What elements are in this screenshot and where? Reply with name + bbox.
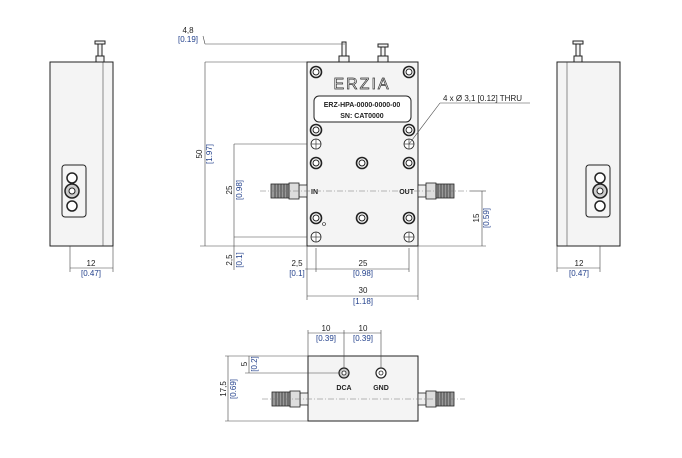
gnd-label: GND xyxy=(373,385,389,392)
bottom-offset-in: [0.1] xyxy=(235,252,244,268)
thickness-mm: 17,5 xyxy=(219,381,228,397)
hole-span-v-in: [0.98] xyxy=(235,180,244,200)
dc-offset-in: [0.2] xyxy=(250,356,259,372)
width-in: [1.18] xyxy=(353,297,373,306)
left-side-view: 12 [0.47] xyxy=(49,40,114,278)
width-mm: 30 xyxy=(359,286,368,295)
bottom-view: DCA GND 10 [0.39] 10 [0.39] 5 [0.2] 17,5… xyxy=(219,324,465,422)
screw-icon xyxy=(402,65,416,79)
screw-icon xyxy=(309,65,323,79)
side-left-width-mm: 12 xyxy=(87,259,96,268)
bottom-offset-mm: 2,5 xyxy=(225,254,234,266)
serial-number: SN: CAT0000 xyxy=(340,113,384,120)
brand-logo: ERZIA xyxy=(333,76,390,93)
front-view: ERZIA ERZ-HPA-0000-0000-00 SN: CAT0000 I… xyxy=(178,26,530,306)
thickness-in: [0.69] xyxy=(229,379,238,399)
hole-span-h-in: [0.98] xyxy=(353,269,373,278)
conn-height-mm: 4,8 xyxy=(182,26,194,35)
part-number: ERZ-HPA-0000-0000-00 xyxy=(324,102,401,109)
side-right-width-mm: 12 xyxy=(575,259,584,268)
mounting-hole-icon xyxy=(310,231,322,243)
holes-callout: 4 x Ø 3,1 [0.12] THRU xyxy=(443,94,522,103)
screw-icon xyxy=(402,156,416,170)
dc-pitch-1-mm: 10 xyxy=(322,324,331,333)
rf-height-mm: 15 xyxy=(472,213,481,222)
screw-icon xyxy=(309,156,323,170)
side-left-width-in: [0.47] xyxy=(81,269,101,278)
mounting-hole-icon xyxy=(403,231,415,243)
height-in: [1.97] xyxy=(205,144,214,164)
side-right-width-in: [0.47] xyxy=(569,269,589,278)
dc-label: DCA xyxy=(336,385,351,392)
screw-icon xyxy=(355,156,369,170)
conn-height-in: [0.19] xyxy=(178,35,198,44)
port-out-label: OUT xyxy=(399,189,415,196)
dc-pitch-1-in: [0.39] xyxy=(316,334,336,343)
screw-icon xyxy=(309,211,323,225)
left-offset-mm: 2,5 xyxy=(291,259,303,268)
left-offset-in: [0.1] xyxy=(289,269,305,278)
screw-icon xyxy=(309,123,323,137)
dc-pitch-2-in: [0.39] xyxy=(353,334,373,343)
right-side-view: 12 [0.47] xyxy=(556,40,621,278)
hole-span-v-mm: 25 xyxy=(225,185,234,194)
dc-offset-mm: 5 xyxy=(240,361,249,366)
hole-span-h-mm: 25 xyxy=(359,259,368,268)
port-in-label: IN xyxy=(311,189,318,196)
screw-icon xyxy=(402,211,416,225)
height-mm: 50 xyxy=(195,149,204,158)
screw-icon xyxy=(355,211,369,225)
mounting-hole-icon xyxy=(310,138,322,150)
rf-height-in: [0.59] xyxy=(482,208,491,228)
dc-pitch-2-mm: 10 xyxy=(359,324,368,333)
screw-icon xyxy=(402,123,416,137)
